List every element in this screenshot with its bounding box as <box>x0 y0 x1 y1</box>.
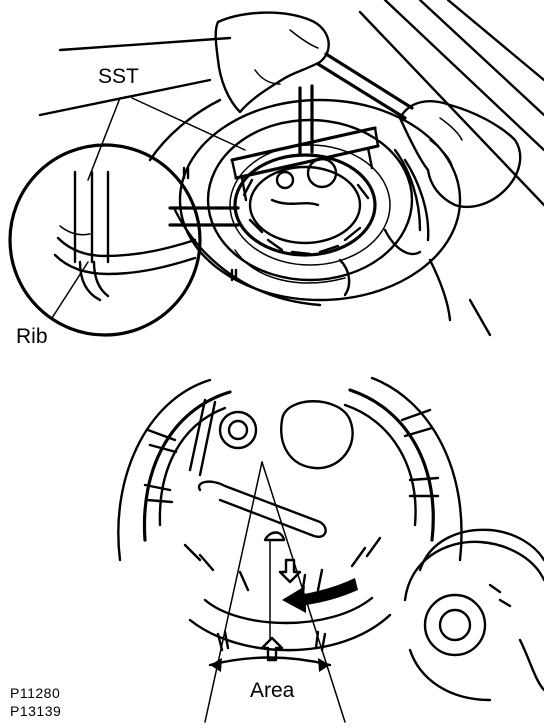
bottom-ring <box>117 376 463 652</box>
area-wedge <box>204 461 346 723</box>
sst-leaders <box>87 97 246 181</box>
small-marks <box>182 166 238 282</box>
figure-code-2: P13139 <box>10 703 62 719</box>
sst-label: SST <box>98 65 139 88</box>
vehicle-body-lines <box>38 0 544 337</box>
rib-label: Rib <box>16 325 48 348</box>
sst-tool <box>230 52 414 202</box>
bottom-ribs <box>143 408 440 596</box>
hand-right <box>398 100 522 209</box>
rib-detail-callout <box>8 143 240 337</box>
retainer-tabs <box>216 630 327 652</box>
fuel-lines <box>338 148 430 297</box>
tank-opening <box>178 98 462 302</box>
rib-leader <box>51 261 89 319</box>
rotation-arrow-icon <box>282 578 358 613</box>
area-label: Area <box>250 679 295 702</box>
bottom-inner <box>188 398 354 542</box>
figure-code-1: P11280 <box>10 685 61 701</box>
right-bracket <box>403 528 544 702</box>
hand-left <box>214 11 330 114</box>
inner-arrows <box>260 558 302 662</box>
